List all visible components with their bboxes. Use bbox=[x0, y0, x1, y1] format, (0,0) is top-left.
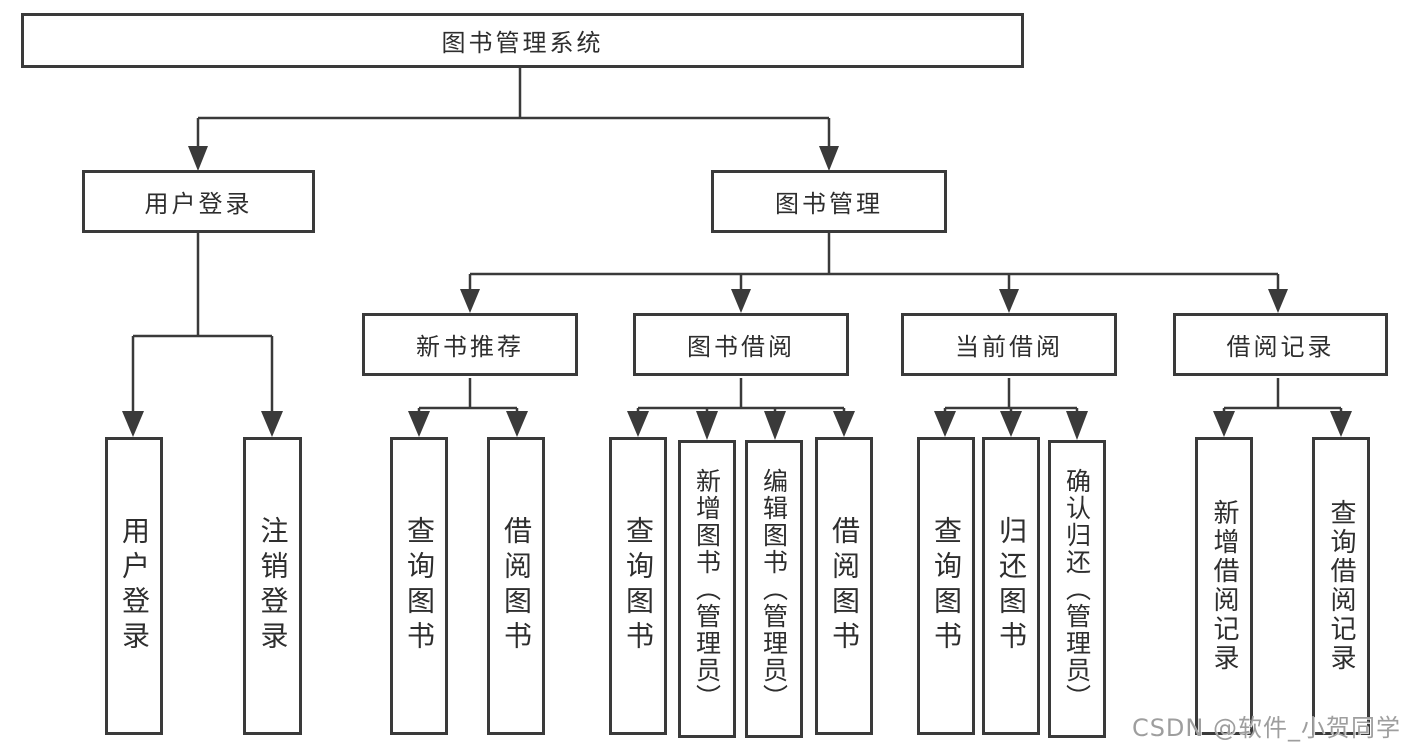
leaf-borrowing-add-books-admin: 新增图书（管理员） bbox=[678, 440, 736, 738]
node-current-borrowing: 当前借阅 bbox=[901, 313, 1117, 376]
node-borrowing-records: 借阅记录 bbox=[1173, 313, 1388, 376]
leaf-borrowing-edit-books-admin: 编辑图书（管理员） bbox=[745, 440, 803, 738]
watermark: CSDN @软件_小贺同学 bbox=[1131, 714, 1401, 742]
node-new-book-recommend: 新书推荐 bbox=[362, 313, 578, 376]
node-book-borrowing: 图书借阅 bbox=[633, 313, 849, 376]
leaf-records-query-record: 查询借阅记录 bbox=[1312, 437, 1370, 735]
leaf-logout: 注销登录 bbox=[243, 437, 302, 735]
leaf-user-login: 用户登录 bbox=[105, 437, 163, 735]
leaf-current-confirm-return-admin: 确认归还（管理员） bbox=[1048, 440, 1106, 738]
node-user-login: 用户登录 bbox=[82, 170, 315, 233]
leaf-current-query-books: 查询图书 bbox=[917, 437, 975, 735]
leaf-borrowing-borrow-books: 借阅图书 bbox=[815, 437, 873, 735]
node-root: 图书管理系统 bbox=[21, 13, 1024, 68]
leaf-current-return-books: 归还图书 bbox=[982, 437, 1040, 735]
leaf-records-add-record: 新增借阅记录 bbox=[1195, 437, 1253, 735]
leaf-newbook-borrow-books: 借阅图书 bbox=[487, 437, 545, 735]
node-book-management: 图书管理 bbox=[711, 170, 947, 233]
leaf-newbook-query-books: 查询图书 bbox=[390, 437, 448, 735]
leaf-borrowing-query-books: 查询图书 bbox=[609, 437, 667, 735]
